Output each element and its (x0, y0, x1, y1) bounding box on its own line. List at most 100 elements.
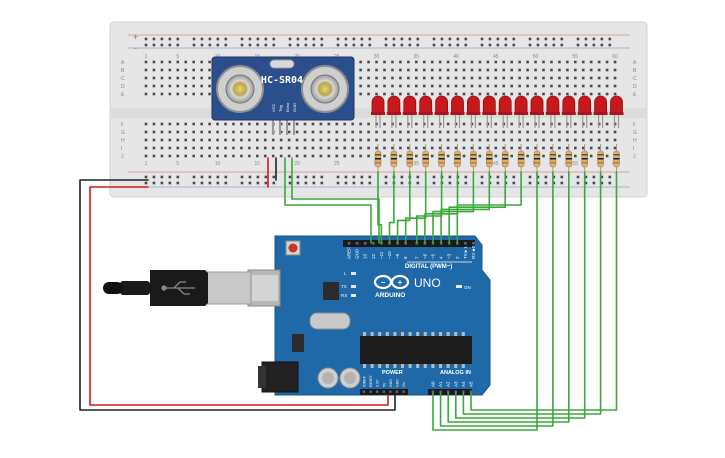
row-letter: G (121, 130, 125, 136)
sensor-pin-label: VCC (271, 103, 276, 112)
row-letter: D (633, 84, 637, 90)
wire-led-4 (404, 171, 427, 244)
led-2 (387, 95, 401, 115)
led-10 (514, 95, 528, 115)
led-11 (530, 95, 544, 115)
power-pin-label: IOREF (363, 375, 367, 387)
analog-pin-label: A3 (453, 381, 458, 387)
row-letter: B (633, 68, 637, 74)
column-number-bottom: 10 (215, 161, 221, 167)
led-1 (371, 95, 385, 115)
power-pin-label: GND (389, 379, 393, 387)
power-pin-label: 5V (382, 382, 386, 387)
regulator (292, 334, 304, 352)
atmega-chip (360, 336, 472, 364)
crystal-icon (269, 59, 295, 69)
svg-text:−: − (381, 278, 386, 287)
power-label: POWER (382, 370, 403, 376)
wire-led-12 (439, 171, 554, 427)
wire-led-3 (396, 171, 411, 244)
l-label: L (344, 271, 347, 276)
chip-pins (363, 332, 465, 368)
row-letter: A (121, 60, 125, 66)
row-letter: E (633, 92, 637, 98)
wire-led-11 (432, 171, 538, 431)
usb-chip (323, 282, 339, 300)
transmitter-icon (225, 74, 255, 104)
reset-button-icon (288, 243, 298, 253)
column-number-top: 35 (414, 54, 420, 60)
power-jack (261, 361, 299, 393)
wire-echo (291, 157, 380, 244)
wire-trig (284, 157, 372, 244)
usb-cable-end (103, 282, 123, 294)
digital-pin-label: 7 (414, 256, 419, 259)
led-13 (562, 95, 576, 115)
row-letter: E (121, 92, 125, 98)
digital-pin-label: 4 (439, 256, 444, 259)
digital-pin-label: ~10 (387, 251, 392, 259)
brand-label: ARDUINO (375, 292, 405, 299)
rail-sign-minus: - (134, 43, 137, 53)
led-7 (467, 95, 480, 115)
analog-pin-label: A1 (438, 381, 443, 387)
digital-pin-label: ~3 (447, 253, 452, 259)
wire-led-16 (470, 171, 618, 411)
analog-pin-label: A2 (446, 381, 451, 387)
digital-pin-label: TX►1 (463, 246, 468, 259)
column-number-bottom: 35 (414, 161, 420, 167)
row-letter: I (633, 146, 634, 152)
analog-label: ANALOG IN (440, 370, 471, 376)
row-letter: D (121, 84, 125, 90)
row-letter: J (121, 154, 124, 160)
on-label: ON (464, 285, 471, 290)
sensor-pin-label: Echo (285, 102, 290, 112)
wire-ground (79, 179, 396, 411)
row-letter: F (121, 122, 124, 128)
led-5 (435, 95, 448, 115)
digital-pin-label: 2 (455, 256, 460, 259)
led-8 (482, 95, 496, 115)
column-number-bottom: 25 (334, 161, 340, 167)
digital-pin-label: ~9 (395, 253, 400, 259)
svg-text:+: + (398, 278, 403, 287)
crystal-oscillator (309, 312, 351, 330)
analog-pin-label: A4 (461, 381, 466, 387)
row-letter: H (633, 138, 637, 144)
column-number-bottom: 1 (145, 161, 148, 167)
digital-label: DIGITAL (PWM~) (405, 264, 452, 270)
digital-header (343, 240, 475, 247)
column-number-top: 45 (493, 54, 499, 60)
power-pin-label: GND (396, 379, 400, 387)
sensor-pin-label: Trig (278, 105, 283, 112)
column-number-top: 40 (453, 54, 459, 60)
column-number-top: 5 (176, 54, 179, 60)
led-16 (610, 95, 623, 115)
led-array (371, 95, 624, 128)
wire-5v (89, 186, 389, 406)
column-number-bottom: 55 (573, 161, 579, 167)
digital-pin-label: ~6 (422, 253, 427, 259)
usb-cable (103, 270, 252, 306)
led-6 (451, 95, 464, 115)
column-number-top: 60 (612, 54, 618, 60)
analog-pin-label: A5 (469, 381, 474, 387)
digital-pin-label: 12 (371, 253, 376, 259)
digital-pin-label: ~5 (431, 253, 436, 259)
row-letter: I (121, 146, 122, 152)
sensor-label: HC-SR04 (261, 75, 303, 86)
rx-label: RX (341, 293, 347, 298)
column-number-bottom: 15 (255, 161, 261, 167)
digital-pin-label: GND (355, 248, 360, 259)
sensor-pin-label: GND (292, 103, 297, 112)
power-pin-label: RESET (369, 374, 373, 387)
wires (79, 157, 618, 431)
resistor-array (374, 144, 620, 172)
